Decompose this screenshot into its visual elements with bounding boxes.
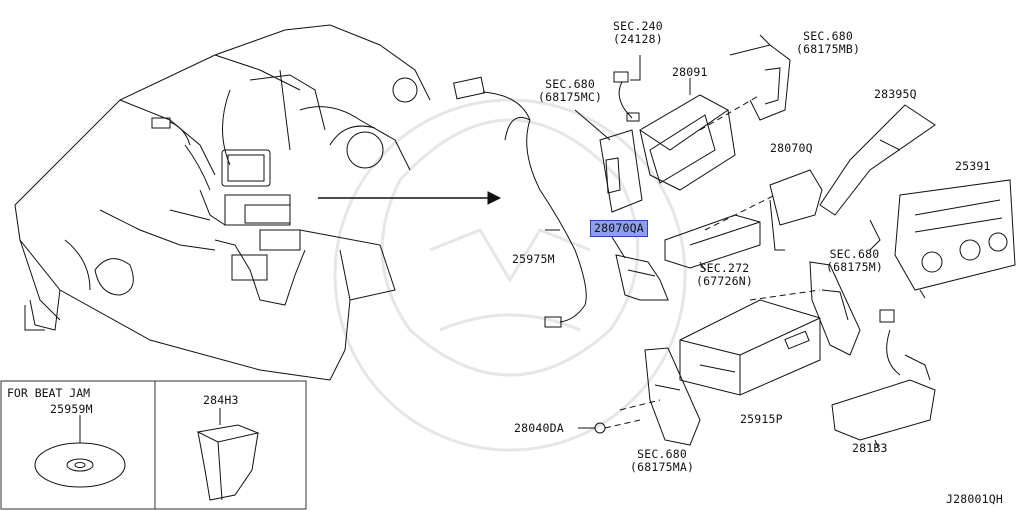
part-284h3-label[interactable]: 284H3 bbox=[203, 393, 239, 407]
display-28091 bbox=[639, 78, 736, 191]
part-25959m-label[interactable]: 25959M bbox=[50, 402, 93, 416]
sec680-ma-label[interactable]: SEC.680 bbox=[637, 447, 687, 461]
relay-284h3 bbox=[196, 408, 260, 501]
part-68175mc-label[interactable]: (68175MC) bbox=[538, 90, 603, 104]
antenna-cable-25975m bbox=[453, 76, 587, 328]
beat-jam-title: FOR BEAT JAM bbox=[7, 386, 91, 400]
part-25391-label[interactable]: 25391 bbox=[955, 159, 991, 173]
bracket-68175m bbox=[749, 261, 861, 356]
sec272-label[interactable]: SEC.272 bbox=[699, 261, 750, 275]
bracket-68175mb bbox=[699, 34, 791, 131]
diagram-id: J28001QH bbox=[946, 492, 1003, 506]
sec680-mc-label[interactable]: SEC.680 bbox=[545, 77, 595, 91]
connector-24128 bbox=[613, 55, 641, 122]
reference-arrow bbox=[318, 191, 502, 205]
part-68175m-label[interactable]: (68175M) bbox=[826, 260, 883, 274]
part-24128-label[interactable]: (24128) bbox=[613, 32, 663, 46]
part-28070q-label[interactable]: 28070Q bbox=[770, 141, 813, 155]
sec240-label[interactable]: SEC.240 bbox=[613, 19, 663, 33]
part-28070qa-label-highlighted[interactable]: 28070QA bbox=[590, 220, 648, 237]
watermark-emblem bbox=[333, 98, 687, 452]
panel-281b3 bbox=[831, 309, 936, 448]
sec680-m-label[interactable]: SEC.680 bbox=[829, 247, 880, 261]
beat-jam-disc bbox=[34, 415, 126, 488]
module-67726n bbox=[664, 214, 761, 271]
part-25975m-label[interactable]: 25975M bbox=[512, 252, 555, 266]
trim-28395q bbox=[819, 104, 936, 251]
climate-panel-25391 bbox=[894, 179, 1016, 299]
part-281b3-label[interactable]: 281B3 bbox=[852, 441, 888, 455]
part-67726n-label[interactable]: (67726N) bbox=[696, 274, 753, 288]
part-25915p-label[interactable]: 25915P bbox=[740, 412, 783, 426]
part-28395q-label[interactable]: 28395Q bbox=[874, 87, 917, 101]
bracket-28070qa bbox=[611, 236, 669, 301]
bracket-28070q bbox=[704, 169, 823, 251]
bracket-68175ma bbox=[619, 347, 701, 446]
sec680-mb-label[interactable]: SEC.680 bbox=[803, 29, 853, 43]
bracket-68175mc bbox=[574, 109, 643, 213]
screw-28040da bbox=[578, 419, 641, 434]
part-28040da-label[interactable]: 28040DA bbox=[514, 421, 564, 435]
inset-boxes bbox=[0, 380, 307, 510]
dashboard-drawing bbox=[14, 24, 431, 381]
part-68175ma-label[interactable]: (68175MA) bbox=[630, 460, 695, 474]
part-68175mb-label[interactable]: (68175MB) bbox=[796, 42, 861, 56]
unit-25915p bbox=[679, 299, 821, 396]
part-28091-label[interactable]: 28091 bbox=[672, 65, 708, 79]
